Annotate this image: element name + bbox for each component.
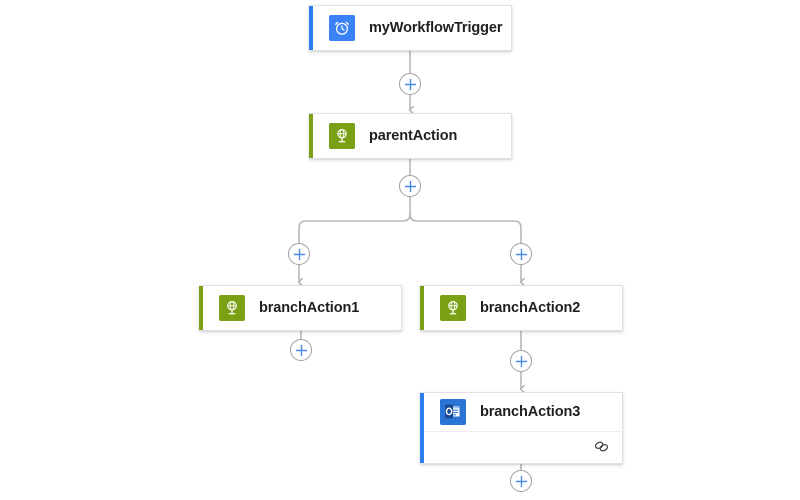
plus-icon [515, 355, 527, 367]
add-step-button-branch2-bottom[interactable] [510, 350, 532, 372]
add-step-button-trigger-to-parent[interactable] [399, 73, 421, 95]
node-title: myWorkflowTrigger [369, 20, 503, 36]
workflow-node-branch-action-2[interactable]: branchAction2 [420, 285, 623, 331]
add-step-button-branch2-top[interactable] [510, 243, 532, 265]
node-title: branchAction1 [259, 300, 360, 316]
node-title: parentAction [369, 128, 458, 144]
workflow-node-branch-action-1[interactable]: branchAction1 [199, 285, 402, 331]
edge-split-left [298, 213, 411, 243]
add-step-button-branch3-bottom[interactable] [510, 470, 532, 492]
plus-icon [404, 78, 416, 90]
node-title: branchAction2 [480, 300, 581, 316]
link-chain-icon[interactable] [593, 439, 610, 459]
node-footer [424, 431, 622, 465]
edge-split-right [409, 213, 522, 243]
node-accent-bar [420, 286, 424, 330]
node-accent-bar [199, 286, 203, 330]
outlook-icon [440, 399, 466, 425]
node-accent-bar [309, 114, 313, 158]
globe-network-icon [219, 295, 245, 321]
workflow-node-parent-action[interactable]: parentAction [309, 113, 512, 159]
node-header: parentAction [309, 114, 511, 158]
node-header: branchAction1 [199, 286, 401, 330]
alarm-clock-icon [329, 15, 355, 41]
add-step-button-branch1-bottom[interactable] [290, 339, 312, 361]
node-header: branchAction2 [420, 286, 622, 330]
node-title: branchAction3 [480, 404, 581, 420]
plus-icon [404, 180, 416, 192]
node-accent-bar [420, 393, 424, 463]
add-step-button-parent-to-branches[interactable] [399, 175, 421, 197]
globe-network-icon [440, 295, 466, 321]
node-accent-bar [309, 6, 313, 50]
node-header: branchAction3 [420, 393, 622, 431]
plus-icon [515, 475, 527, 487]
node-header: myWorkflowTrigger [309, 6, 511, 50]
globe-network-icon [329, 123, 355, 149]
workflow-node-branch-action-3[interactable]: branchAction3 [420, 392, 623, 464]
plus-icon [295, 344, 307, 356]
plus-icon [515, 248, 527, 260]
add-step-button-branch1-top[interactable] [288, 243, 310, 265]
plus-icon [293, 248, 305, 260]
workflow-node-trigger[interactable]: myWorkflowTrigger [309, 5, 512, 51]
